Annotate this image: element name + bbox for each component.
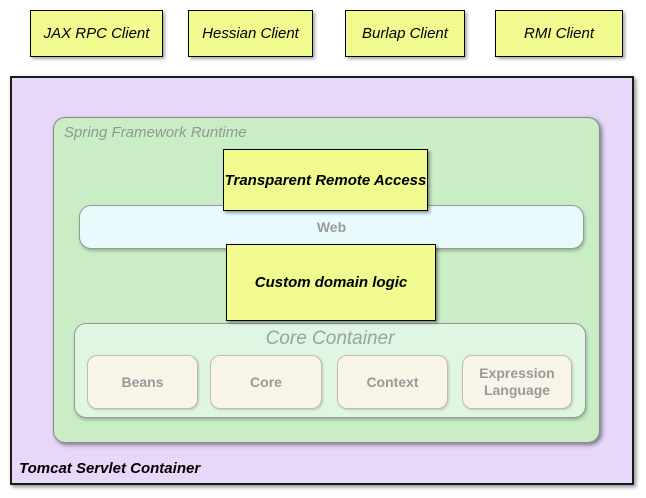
core-container-title: Core Container [265,328,395,349]
web-layer: Web [79,205,584,249]
module-beans: Beans [87,355,198,409]
transparent-remote-access-box: Transparent Remote Access [223,149,428,211]
custom-domain-logic-box: Custom domain logic [226,244,436,321]
module-label: Core [250,373,282,390]
custom-domain-logic-label: Custom domain logic [254,274,408,291]
module-label: Context [366,373,419,390]
web-layer-label: Web [316,219,347,235]
client-box-label: RMI Client [523,25,594,42]
module-expression-language: Expression Language [462,355,572,409]
tomcat-servlet-container: Spring Framework Runtime Transparent Rem… [10,76,634,485]
client-box-label: JAX RPC Client [43,25,150,42]
client-box-burlap: Burlap Client [345,10,465,57]
client-box-jax-rpc: JAX RPC Client [30,10,163,57]
core-container: Core Container Beans Core Context Expres… [74,323,586,418]
spring-framework-runtime: Spring Framework Runtime Transparent Rem… [53,117,600,443]
client-box-hessian: Hessian Client [188,10,313,57]
module-core: Core [210,355,322,409]
module-label: Expression Language [479,365,555,398]
client-box-rmi: RMI Client [495,10,623,57]
transparent-remote-access-label: Transparent Remote Access [224,171,427,189]
spring-framework-runtime-label: Spring Framework Runtime [64,124,247,141]
tomcat-servlet-container-label: Tomcat Servlet Container [19,460,201,477]
client-box-label: Burlap Client [362,25,448,42]
module-label: Beans [121,373,164,390]
client-box-label: Hessian Client [202,25,299,42]
module-context: Context [337,355,448,409]
